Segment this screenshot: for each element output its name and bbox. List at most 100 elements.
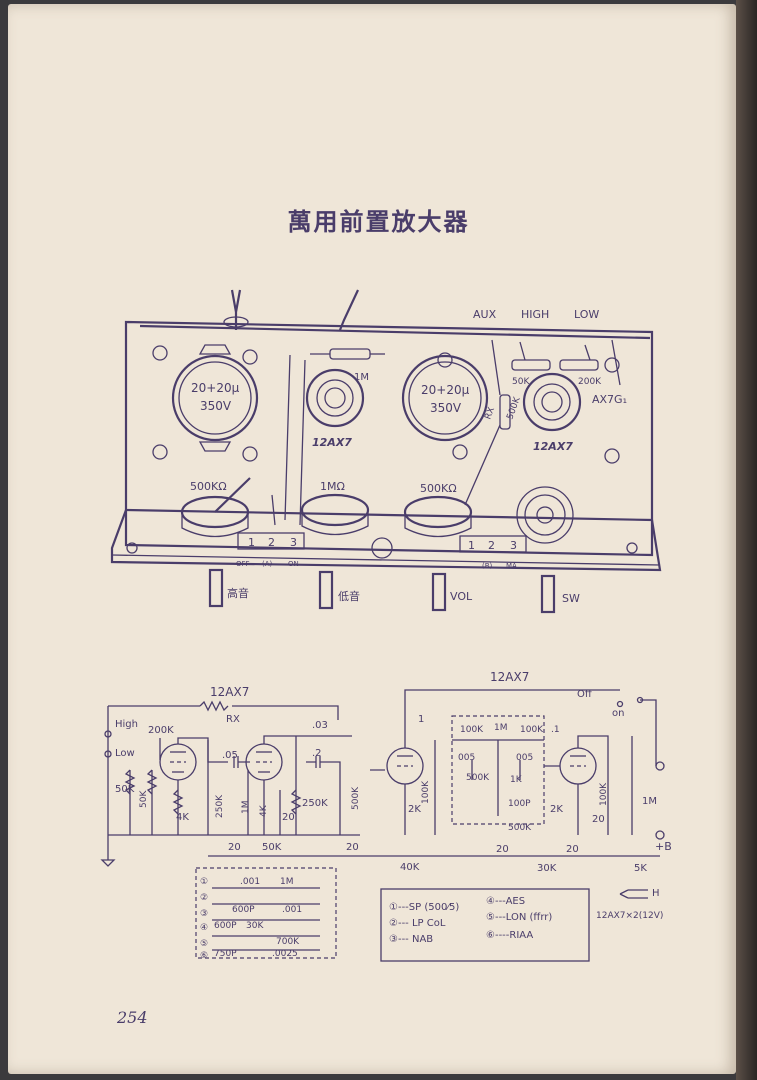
svg-text:100K: 100K	[599, 782, 609, 806]
svg-text:500K: 500K	[508, 823, 532, 833]
resistor-500k-small	[499, 394, 511, 430]
svg-text:Off: Off	[577, 689, 593, 700]
svg-text:100K: 100K	[421, 780, 431, 804]
svg-text:4K: 4K	[176, 812, 189, 823]
svg-text:RX: RX	[226, 714, 240, 725]
svg-text:⑥: ⑥	[200, 951, 208, 961]
legend-box	[380, 888, 590, 962]
rotary-switch	[516, 486, 574, 544]
schematic: 12AX7 12AX7 High Low RX 200K 50K 50K 4K …	[100, 670, 672, 962]
svg-text:20: 20	[592, 814, 605, 825]
svg-text:1M: 1M	[642, 796, 657, 807]
book-page	[8, 4, 736, 1074]
svg-text:100K: 100K	[460, 725, 484, 735]
screw-hole	[604, 357, 620, 373]
knob-label-vol: VOL	[450, 590, 473, 603]
screw-hole	[126, 542, 138, 554]
svg-text:.03: .03	[312, 720, 328, 731]
svg-text:2: 2	[268, 536, 275, 549]
chassis-drawing: AUX HIGH LOW 20+20μ 350V 12AX7 1M 20+	[110, 289, 662, 614]
switch-header-high: HIGH	[521, 308, 549, 321]
svg-text:④: ④	[200, 923, 208, 933]
screw-hole	[437, 352, 453, 368]
schematic-tube-right-label: 12AX7	[490, 670, 529, 684]
legend-item: ⑥----RIAA	[486, 930, 533, 941]
svg-text:100P: 100P	[508, 799, 531, 809]
resistor-200k	[559, 359, 599, 371]
svg-text:⑤: ⑤	[200, 939, 208, 949]
capacitor-right: 20+20μ 350V	[401, 354, 489, 442]
svg-text:.05: .05	[222, 750, 238, 761]
screw-hole	[626, 542, 638, 554]
svg-text:5K: 5K	[634, 863, 647, 874]
resistor-1m	[329, 348, 371, 360]
svg-text:20: 20	[566, 844, 579, 855]
capacitor-left: 20+20μ 350V	[171, 344, 259, 452]
svg-text:.001: .001	[240, 877, 260, 887]
resistor-50k	[511, 359, 551, 371]
chassis-flange	[110, 508, 662, 572]
legend-item: ①---SP (500⁄5)	[389, 902, 459, 913]
svg-text:1: 1	[418, 714, 424, 725]
svg-text:500KΩ: 500KΩ	[420, 482, 457, 495]
legend-item: ③--- NAB	[389, 934, 433, 945]
svg-text:RX: RX	[483, 406, 497, 421]
svg-text:50K: 50K	[262, 842, 282, 853]
svg-text:OFF: OFF	[236, 560, 250, 568]
svg-text:600P: 600P	[232, 905, 255, 915]
svg-text:50K: 50K	[115, 784, 135, 795]
pot-left: 500KΩ	[180, 477, 251, 538]
svg-text:30K: 30K	[246, 921, 264, 931]
svg-text:2: 2	[488, 539, 495, 552]
svg-text:3: 3	[290, 536, 297, 549]
svg-text:750P: 750P	[214, 949, 237, 959]
svg-text:600P: 600P	[214, 921, 237, 931]
terminal-strip-left: 1 2 3 OFF (A) ON	[236, 532, 305, 568]
svg-text:2K: 2K	[408, 804, 421, 815]
cable-right	[338, 289, 359, 331]
svg-text:500KΩ: 500KΩ	[190, 480, 227, 493]
svg-text:500K: 500K	[466, 773, 490, 783]
svg-text:20: 20	[346, 842, 359, 853]
top-bus-wire	[139, 324, 651, 340]
knob-label-treble: 高音	[227, 586, 249, 600]
switch-header-aux: AUX	[473, 308, 497, 321]
input-high-label: High	[115, 719, 138, 730]
knob-shafts	[208, 568, 556, 614]
svg-text:30K: 30K	[537, 863, 557, 874]
center-jack	[371, 537, 393, 559]
input-low-label: Low	[115, 748, 135, 759]
pot-right: 500KΩ	[403, 424, 501, 538]
book-spine	[736, 0, 757, 1080]
svg-text:500K: 500K	[505, 395, 523, 421]
svg-text:①: ①	[200, 877, 208, 887]
svg-text:350V: 350V	[200, 399, 232, 413]
screw-hole	[604, 448, 620, 464]
svg-text:1M: 1M	[280, 877, 294, 887]
screw-hole	[152, 345, 168, 361]
label-1m: 1M	[354, 372, 369, 383]
svg-text:20+20μ: 20+20μ	[191, 381, 240, 395]
svg-text:ON: ON	[288, 560, 299, 568]
screw-hole	[242, 349, 258, 365]
svg-text:250K: 250K	[302, 798, 328, 809]
svg-text:(A): (A)	[262, 560, 273, 568]
knob-label-bass: 低音	[338, 589, 360, 603]
svg-text:250K: 250K	[215, 794, 225, 818]
svg-text:005: 005	[458, 753, 475, 763]
legend-item: ④---AES	[486, 896, 525, 907]
svg-text:50K: 50K	[139, 790, 149, 808]
legend-item: ⑤---LON (ffrr)	[486, 912, 552, 923]
svg-text:1K: 1K	[510, 775, 523, 785]
svg-text:1M: 1M	[494, 723, 508, 733]
svg-text:005: 005	[516, 753, 533, 763]
chassis-back-panel	[124, 320, 654, 557]
svg-text:50K: 50K	[512, 377, 530, 387]
b-plus-label: +B	[655, 840, 672, 853]
terminal-strip-right: 1 2 3 (B) MA	[459, 535, 527, 570]
svg-text:(B): (B)	[482, 562, 493, 570]
svg-text:20+20μ: 20+20μ	[421, 383, 470, 397]
svg-text:20: 20	[496, 844, 509, 855]
svg-text:350V: 350V	[430, 401, 462, 415]
